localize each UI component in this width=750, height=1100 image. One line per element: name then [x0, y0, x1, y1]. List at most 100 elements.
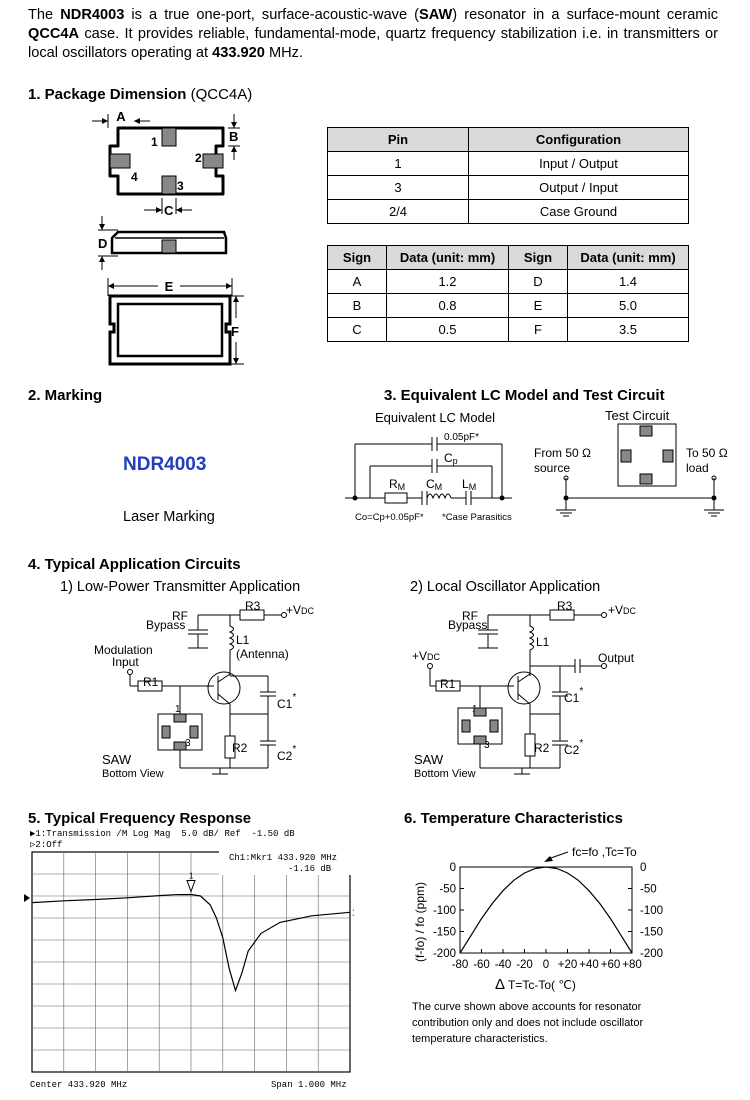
oscillator-circuit: RF Bypass R3 +VDC L1 +VDC R1 Output C1* …: [412, 599, 637, 780]
x-tick-label: 0: [543, 959, 549, 971]
svg-text:R1: R1: [440, 677, 456, 691]
dim-e-label: E: [165, 279, 174, 294]
dim-f-label: F: [231, 324, 239, 339]
svg-text:Input: Input: [112, 655, 139, 669]
transmitter-circuit: RF Bypass R3 +VDC L1 (Antenna) Modulatio…: [94, 599, 315, 780]
x-tick-label: -40: [495, 959, 512, 971]
temp-curve: [459, 866, 633, 954]
x-tick-label: -20: [516, 959, 533, 971]
svg-text:Bypass: Bypass: [146, 618, 185, 632]
dim-d-label: D: [98, 236, 107, 251]
svg-text:Bottom View: Bottom View: [414, 768, 476, 780]
y-tick-label: -200: [433, 948, 456, 960]
svg-text:2: 2: [195, 151, 202, 165]
svg-text:4: 4: [131, 170, 138, 184]
x-tick-label: +40: [579, 959, 599, 971]
svg-text:Modulation: Modulation: [94, 643, 153, 657]
analyzer-span: Span 1.000 MHz: [271, 1080, 347, 1090]
svg-text:C2*: C2*: [564, 738, 583, 757]
section4-title: 4. Typical Application Circuits: [28, 556, 241, 573]
section1-title: 1. Package Dimension (QCC4A): [28, 86, 253, 103]
svg-text:RF: RF: [462, 609, 478, 623]
peak-label: fc=fo ,Tc=To: [572, 845, 637, 859]
svg-text:R1: R1: [143, 675, 159, 689]
analyzer-header-2: ▷2:Off: [30, 840, 63, 850]
svg-text:R3: R3: [557, 599, 573, 613]
marker-readout-1: Ch1:Mkr1 433.920 MHz: [229, 853, 337, 863]
svg-text:1: 1: [151, 135, 158, 149]
svg-text:3: 3: [177, 179, 184, 193]
y-tick-label-right: 0: [640, 862, 646, 874]
delta-symbol: Δ: [495, 976, 505, 992]
x-tick-label: +20: [558, 959, 578, 971]
section6-title: 6. Temperature Characteristics: [404, 810, 623, 827]
svg-text:+VDC: +VDC: [286, 603, 315, 617]
y-tick-label-right: -50: [640, 884, 657, 896]
lo-title: 2) Local Oscillator Application: [410, 579, 601, 595]
dim-c-label: C: [164, 203, 174, 218]
frequency-response-chart: Ch1:Mkr1 433.920 MHz -1.16 dB 1 1: [24, 851, 354, 1073]
y-tick-label: -150: [433, 927, 456, 939]
x-tick-label: -60: [473, 959, 490, 971]
svg-text:RM: RM: [389, 477, 405, 492]
dim-b-label: B: [229, 129, 238, 144]
svg-text:source: source: [534, 461, 570, 475]
svg-text:1: 1: [175, 704, 181, 715]
svg-text:L1: L1: [236, 633, 250, 647]
svg-text:SAW: SAW: [102, 752, 132, 767]
x-tick-label: +80: [622, 959, 642, 971]
cap1-label: 0.05pF*: [444, 432, 479, 443]
y-tick-label: -100: [433, 905, 456, 917]
temperature-note: The curve shown above accounts for reson…: [412, 1001, 644, 1045]
svg-text:LM: LM: [462, 477, 476, 492]
marker-label: 1: [189, 872, 194, 881]
svg-text:C1*: C1*: [564, 686, 583, 705]
lc-model-title: Equivalent LC Model: [375, 410, 495, 425]
section2-title: 2. Marking: [28, 387, 103, 404]
svg-text:(Antenna): (Antenna): [236, 647, 289, 661]
y-tick-label-right: -150: [640, 927, 663, 939]
temp-xlabel: T=Tc-To( ℃): [508, 978, 576, 992]
ref-pointer: [24, 894, 30, 902]
marking-text: NDR4003: [123, 454, 207, 475]
marker-1: 1: [186, 872, 196, 893]
svg-text:+VDC: +VDC: [608, 603, 637, 617]
svg-text:SAW: SAW: [414, 752, 444, 767]
y-tick-label-right: -200: [640, 948, 663, 960]
y-tick-label: -50: [439, 884, 456, 896]
test-circuit-title: Test Circuit: [605, 408, 670, 423]
svg-text:L1: L1: [536, 635, 550, 649]
product-name: NDR4003: [60, 7, 125, 23]
svg-text:Output: Output: [598, 651, 635, 665]
svg-text:C2*: C2*: [277, 744, 296, 763]
svg-text:load: load: [686, 461, 709, 475]
svg-text:3: 3: [185, 738, 191, 749]
dim-a-label: A: [116, 109, 126, 124]
x-tick-label: -80: [452, 959, 469, 971]
svg-text:R3: R3: [245, 599, 261, 613]
package-drawing: A 1 2 4 3 B C D E F: [92, 109, 244, 366]
svg-text:Bypass: Bypass: [448, 618, 487, 632]
svg-text:Cp: Cp: [444, 451, 458, 466]
intro-paragraph: The NDR4003 is a true one-port, surface-…: [28, 7, 719, 61]
analyzer-header-1: ▶1:Transmission /M Log Mag 5.0 dB/ Ref -…: [30, 829, 295, 839]
svg-text:R2: R2: [534, 741, 550, 755]
y-tick-label: 0: [450, 862, 456, 874]
svg-text:Bottom View: Bottom View: [102, 768, 164, 780]
section5-title: 5. Typical Frequency Response: [28, 810, 252, 827]
tx-title: 1) Low-Power Transmitter Application: [60, 579, 301, 595]
svg-text:To 50 Ω: To 50 Ω: [686, 446, 728, 460]
lc-footnote2: *Case Parasitics: [442, 512, 512, 523]
trace-end-label: 1: [352, 907, 354, 917]
svg-text:RF: RF: [172, 609, 188, 623]
